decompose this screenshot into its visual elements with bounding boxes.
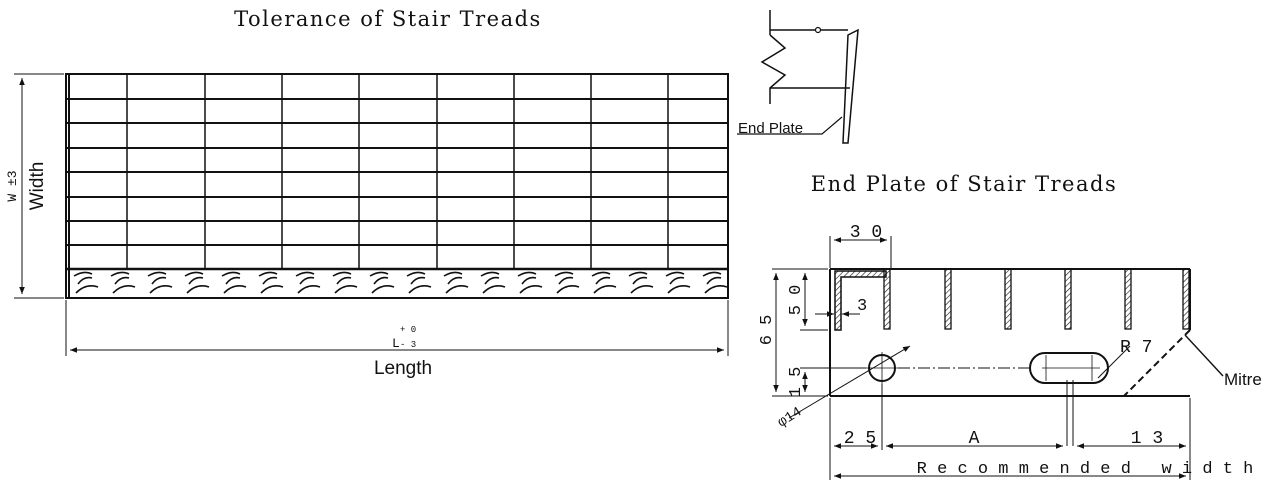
dim-30: 3 0	[850, 223, 882, 243]
end-plate-detail	[737, 10, 859, 144]
chequer-mark	[369, 271, 395, 294]
chequer-mark	[406, 271, 432, 294]
width-label: Width	[27, 162, 48, 211]
tread-title: Tolerance of Stair Treads	[234, 7, 542, 31]
dim-13: 1 3	[1131, 429, 1163, 449]
chequer-mark	[147, 271, 173, 294]
chequer-nosing-strip	[73, 271, 728, 294]
radius-r7: R 7	[1120, 338, 1152, 358]
chequer-mark	[184, 271, 210, 294]
mitre-label: Mitre	[1224, 370, 1262, 389]
tread-outline	[65, 73, 729, 299]
chequer-mark	[73, 271, 99, 294]
end-plate-title: End Plate of Stair Treads	[811, 172, 1117, 196]
chequer-mark	[443, 271, 469, 294]
length-label: Length	[374, 358, 432, 379]
chequer-mark	[554, 271, 580, 294]
length-dimension	[65, 300, 729, 356]
chequer-mark	[628, 271, 654, 294]
bearing-bars	[66, 98, 728, 271]
dim-50: 5 0	[787, 285, 806, 316]
recommended-width: R e c o m m e n d e d w i d t h	[917, 460, 1254, 479]
chequer-mark	[517, 271, 543, 294]
chequer-mark	[221, 271, 247, 294]
end-plate-section	[772, 236, 1224, 480]
width-tolerance: W ±3	[5, 170, 20, 201]
end-plate-label: End Plate	[738, 120, 803, 137]
hole-diameter: φ14	[775, 404, 805, 431]
chequer-mark	[702, 271, 728, 294]
width-dimension	[14, 73, 64, 299]
dim-3: 3	[857, 297, 867, 316]
chequer-mark	[258, 271, 284, 294]
length-tol-plus: + 0	[400, 325, 416, 335]
chequer-mark	[591, 271, 617, 294]
chequer-mark	[332, 271, 358, 294]
length-symbol: L	[392, 336, 400, 351]
cross-bars	[126, 74, 669, 269]
chequer-mark	[665, 271, 691, 294]
chequer-mark	[295, 271, 321, 294]
dim-65: 6 5	[758, 315, 777, 346]
chequer-mark	[480, 271, 506, 294]
dim-25: 2 5	[844, 429, 876, 449]
tread-grating	[14, 73, 729, 356]
dim-a: A	[969, 429, 980, 449]
length-tol-minus: - 3	[400, 340, 416, 350]
chequer-mark	[110, 271, 136, 294]
bar-slots	[883, 268, 1190, 330]
dim-15: 1 5	[787, 367, 806, 398]
